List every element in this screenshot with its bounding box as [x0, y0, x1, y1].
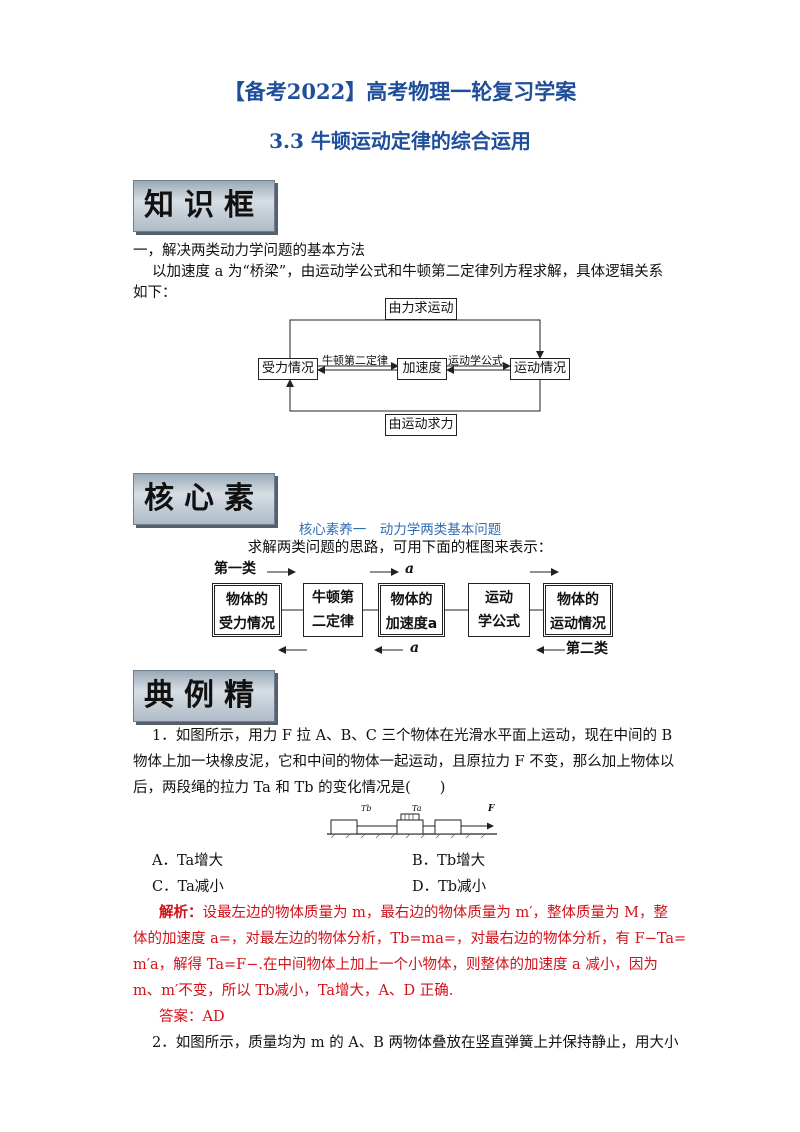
box-acceleration: 物体的 加速度a [378, 583, 445, 637]
section-banner-examples: 典例精 [133, 670, 275, 722]
q1-option-a: A．Ta增大 [152, 853, 224, 869]
logic-flow-diagram [286, 319, 544, 412]
q1-line2: 物体上加一块橡皮泥，它和中间的物体一起运动，且原拉力 F 不变，那么加上物体以 [133, 754, 675, 770]
box-force-situation-line1: 物体的 [226, 592, 268, 608]
q1-answer-label: 答案： [159, 1009, 203, 1025]
box-acceleration-line2: 加速度a [385, 616, 438, 632]
two-class-flow-diagram [267, 568, 565, 654]
q1-figure-label-ta: Ta [412, 804, 422, 813]
document-subtitle: 3.3 牛顿运动定律的综合运用 [269, 129, 531, 153]
box-force-situation-line2: 受力情况 [219, 616, 275, 632]
knowledge-paragraph-line2: 如下： [133, 285, 177, 301]
box-newton-line1: 牛顿第 [312, 590, 354, 606]
flow-box-motion-situation: 运动情况 [510, 358, 570, 380]
q1-option-c: C．Ta减小 [152, 879, 224, 895]
label-a-bottom: a [410, 640, 420, 656]
flow-box-acceleration: 加速度 [397, 358, 447, 380]
q1-figure-blocks [327, 813, 497, 839]
q1-figure-label-tb: Tb [361, 804, 372, 813]
label-second-class: 第二类 [566, 641, 608, 657]
q1-line3: 后，两段绳的拉力 Ta 和 Tb 的变化情况是( ) [133, 780, 446, 796]
box-kinematics-formula: 运动 学公式 [468, 583, 530, 637]
q2-line1: 2．如图所示，质量均为 m 的 A、B 两物体叠放在竖直弹簧上并保持静止，用大小 [152, 1035, 679, 1051]
q1-figure-label-f: F [488, 804, 495, 814]
q1-solution-line4: m、m′不变，所以 Tb减小，Ta增大，A、D 正确. [133, 983, 454, 999]
box-kinematics-line2: 学公式 [478, 614, 520, 630]
box-motion-situation: 物体的 运动情况 [543, 583, 613, 637]
box-kinematics-line1: 运动 [485, 590, 513, 606]
label-a-top: a [405, 561, 415, 577]
box-force-situation: 物体的 受力情况 [212, 583, 282, 637]
box-newton-line2: 二定律 [312, 614, 354, 630]
q1-line1: 1．如图所示，用力 F 拉 A、B、C 三个物体在光滑水平面上运动，现在中间的 … [152, 728, 673, 744]
knowledge-paragraph-line1: 以加速度 a 为“桥梁”，由运动学公式和牛顿第二定律列方程求解，具体逻辑关系 [152, 264, 664, 280]
q1-solution-line2: 体的加速度 a=，对最左边的物体分析，Tb=ma=，对最右边的物体分析，有 F−… [133, 931, 687, 947]
q1-answer-value: AD [202, 1009, 225, 1025]
q1-answer: 答案：AD [159, 1004, 225, 1030]
box-motion-line2: 运动情况 [550, 616, 606, 632]
section-banner-core: 核心素 [133, 473, 275, 525]
q1-solution-text1: 设最左边的物体质量为 m，最右边的物体质量为 m′，整体质量为 M，整 [202, 905, 668, 921]
box-motion-line1: 物体的 [557, 592, 599, 608]
flow-edge-newton-law: 牛顿第二定律 [322, 354, 388, 367]
core-heading: 核心素养一 动力学两类基本问题 [298, 522, 502, 538]
q1-solution-line3: m′a，解得 Ta=F−.在中间物体上加上一个小物体，则整体的加速度 a 减小，… [133, 957, 658, 973]
flow-edge-kinematics: 运动学公式 [448, 354, 503, 367]
box-newton-second-law: 牛顿第 二定律 [303, 583, 363, 637]
q1-option-d: D．Tb减小 [412, 879, 487, 895]
flow-box-force-to-motion: 由力求运动 [385, 298, 457, 320]
core-intro: 求解两类问题的思路，可用下面的框图来表示： [247, 540, 553, 556]
section-banner-knowledge: 知识框 [133, 180, 275, 232]
flow-box-force-situation: 受力情况 [258, 358, 318, 380]
box-acceleration-line1: 物体的 [390, 592, 433, 608]
q1-solution-line1: 解析：设最左边的物体质量为 m，最右边的物体质量为 m′，整体质量为 M，整 [159, 900, 668, 926]
flow-box-motion-to-force: 由运动求力 [385, 414, 457, 436]
knowledge-item-1: 一，解决两类动力学问题的基本方法 [133, 243, 365, 259]
label-first-class: 第一类 [214, 561, 256, 577]
document-title: 【备考2022】高考物理一轮复习学案 [223, 79, 577, 104]
q1-option-b: B．Tb增大 [412, 853, 486, 869]
q1-solution-label: 解析： [159, 904, 203, 921]
